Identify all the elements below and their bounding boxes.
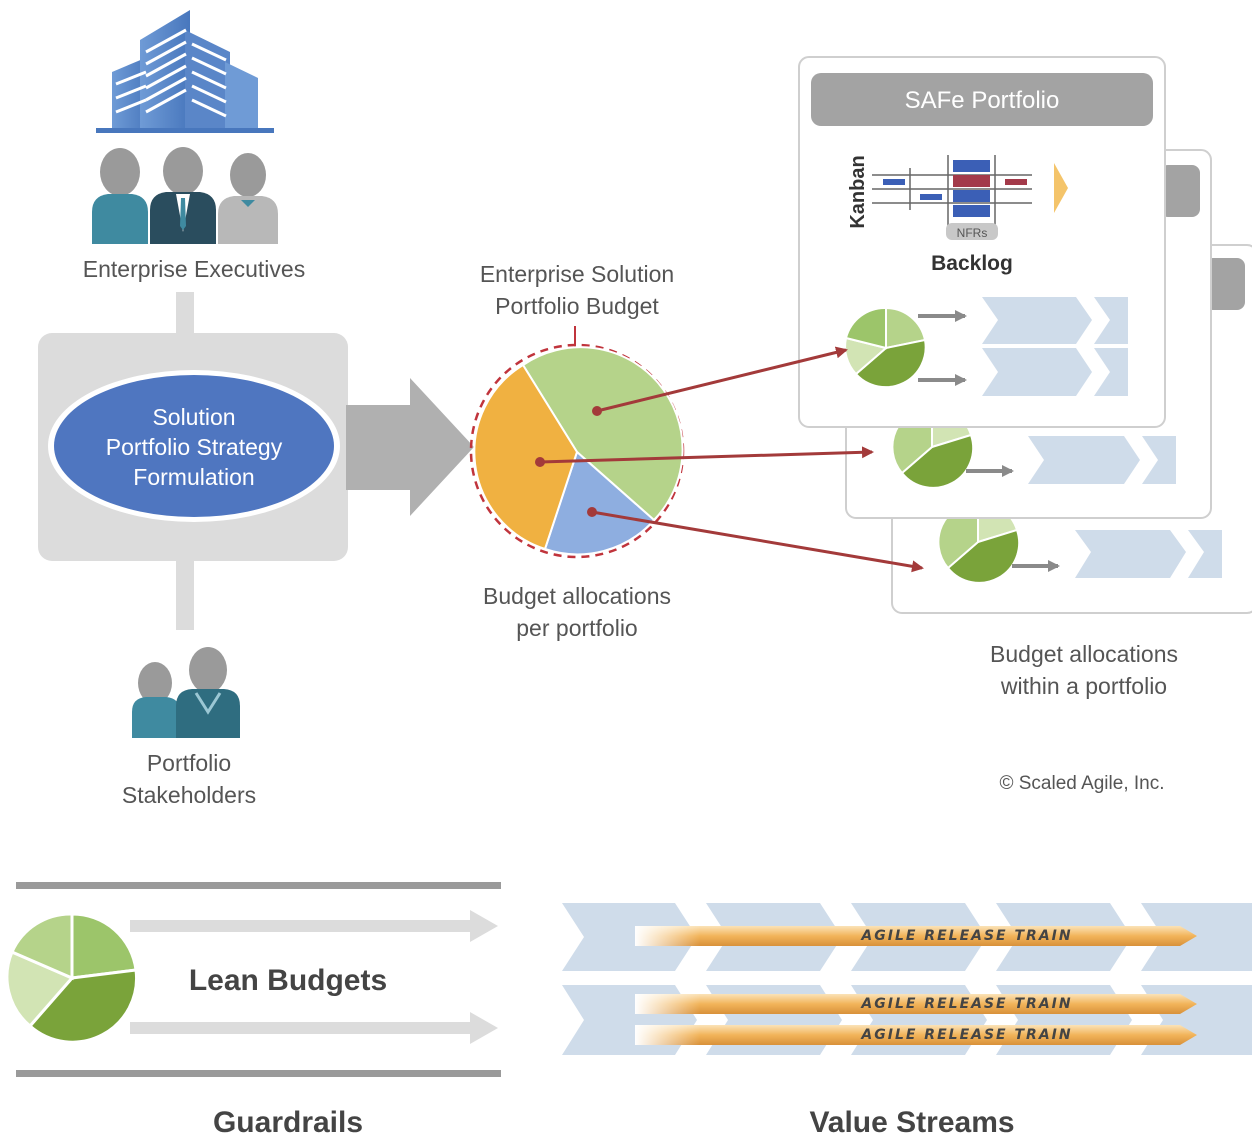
strategy-ellipse	[54, 375, 334, 517]
release-train-1	[635, 926, 1197, 946]
strategy-label-2: Portfolio Strategy	[106, 434, 283, 460]
lean-budgets-pie-icon	[5, 912, 138, 1044]
portfolio-pie-icon	[844, 306, 927, 389]
kanban-board-icon	[872, 155, 1068, 240]
allocations-within-label-1: Budget allocations	[990, 641, 1178, 667]
guardrails-label: Guardrails	[213, 1106, 363, 1137]
alloc-arrow-2	[539, 446, 874, 464]
portfolio-header: SAFe Portfolio	[905, 87, 1060, 114]
value-streams-label: Value Streams	[809, 1106, 1014, 1137]
big-arrow-right	[346, 378, 474, 516]
budget-title-2: Portfolio Budget	[495, 293, 659, 319]
strategy-label-1: Solution	[152, 404, 235, 430]
guardrail-arrow-top	[130, 910, 498, 942]
art-label-2: AGILE RELEASE TRAIN	[860, 996, 1072, 1012]
stakeholders-people-icon	[132, 647, 240, 738]
alloc-arrow-1	[596, 346, 848, 413]
executives-label: Enterprise Executives	[83, 256, 305, 282]
allocations-per-label-1: Budget allocations	[483, 583, 671, 609]
release-train-2	[635, 994, 1197, 1014]
kanban-label: Kanban	[847, 155, 869, 228]
alloc-dot-3	[587, 507, 597, 517]
guardrail-top	[16, 882, 501, 889]
release-train-3	[635, 1025, 1197, 1045]
executives-connector	[176, 292, 194, 342]
strategy-label-3: Formulation	[133, 464, 254, 490]
allocations-within-label-2: within a portfolio	[1000, 673, 1167, 699]
guardrail-bottom	[16, 1070, 501, 1077]
executives-people-icon	[92, 147, 278, 244]
budget-title-1: Enterprise Solution	[480, 261, 674, 287]
alloc-arrow-3	[591, 510, 924, 573]
stakeholders-connector	[176, 555, 194, 630]
enterprise-budget-pie	[473, 346, 684, 556]
backlog-label: Backlog	[931, 252, 1013, 275]
allocations-per-label-2: per portfolio	[516, 615, 637, 641]
nfrs-label: NFRs	[957, 226, 988, 240]
art-label-1: AGILE RELEASE TRAIN	[860, 928, 1072, 944]
guardrail-arrow-bottom	[130, 1012, 498, 1044]
lean-budgets-label: Lean Budgets	[189, 964, 387, 997]
building-icon	[96, 10, 274, 133]
art-label-3: AGILE RELEASE TRAIN	[860, 1027, 1072, 1043]
portfolio-card-1	[798, 56, 1166, 428]
stakeholders-label-1: Portfolio	[147, 750, 231, 776]
copyright-text: © Scaled Agile, Inc.	[999, 773, 1164, 794]
stakeholders-label-2: Stakeholders	[122, 782, 256, 808]
